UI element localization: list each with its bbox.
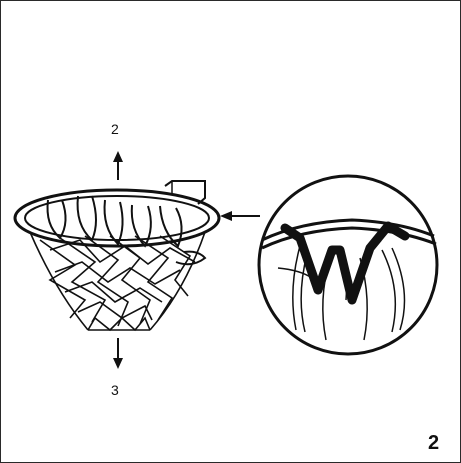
figure-number: 2 [428, 432, 439, 455]
direction-label-down: 3 [111, 382, 119, 398]
hoop-rim [15, 190, 219, 246]
arrow-down-icon [113, 338, 123, 369]
detail-magnifier [259, 176, 437, 354]
arrow-up-icon [113, 151, 123, 180]
direction-label-up: 2 [111, 121, 119, 137]
arrow-left-icon [220, 211, 260, 221]
